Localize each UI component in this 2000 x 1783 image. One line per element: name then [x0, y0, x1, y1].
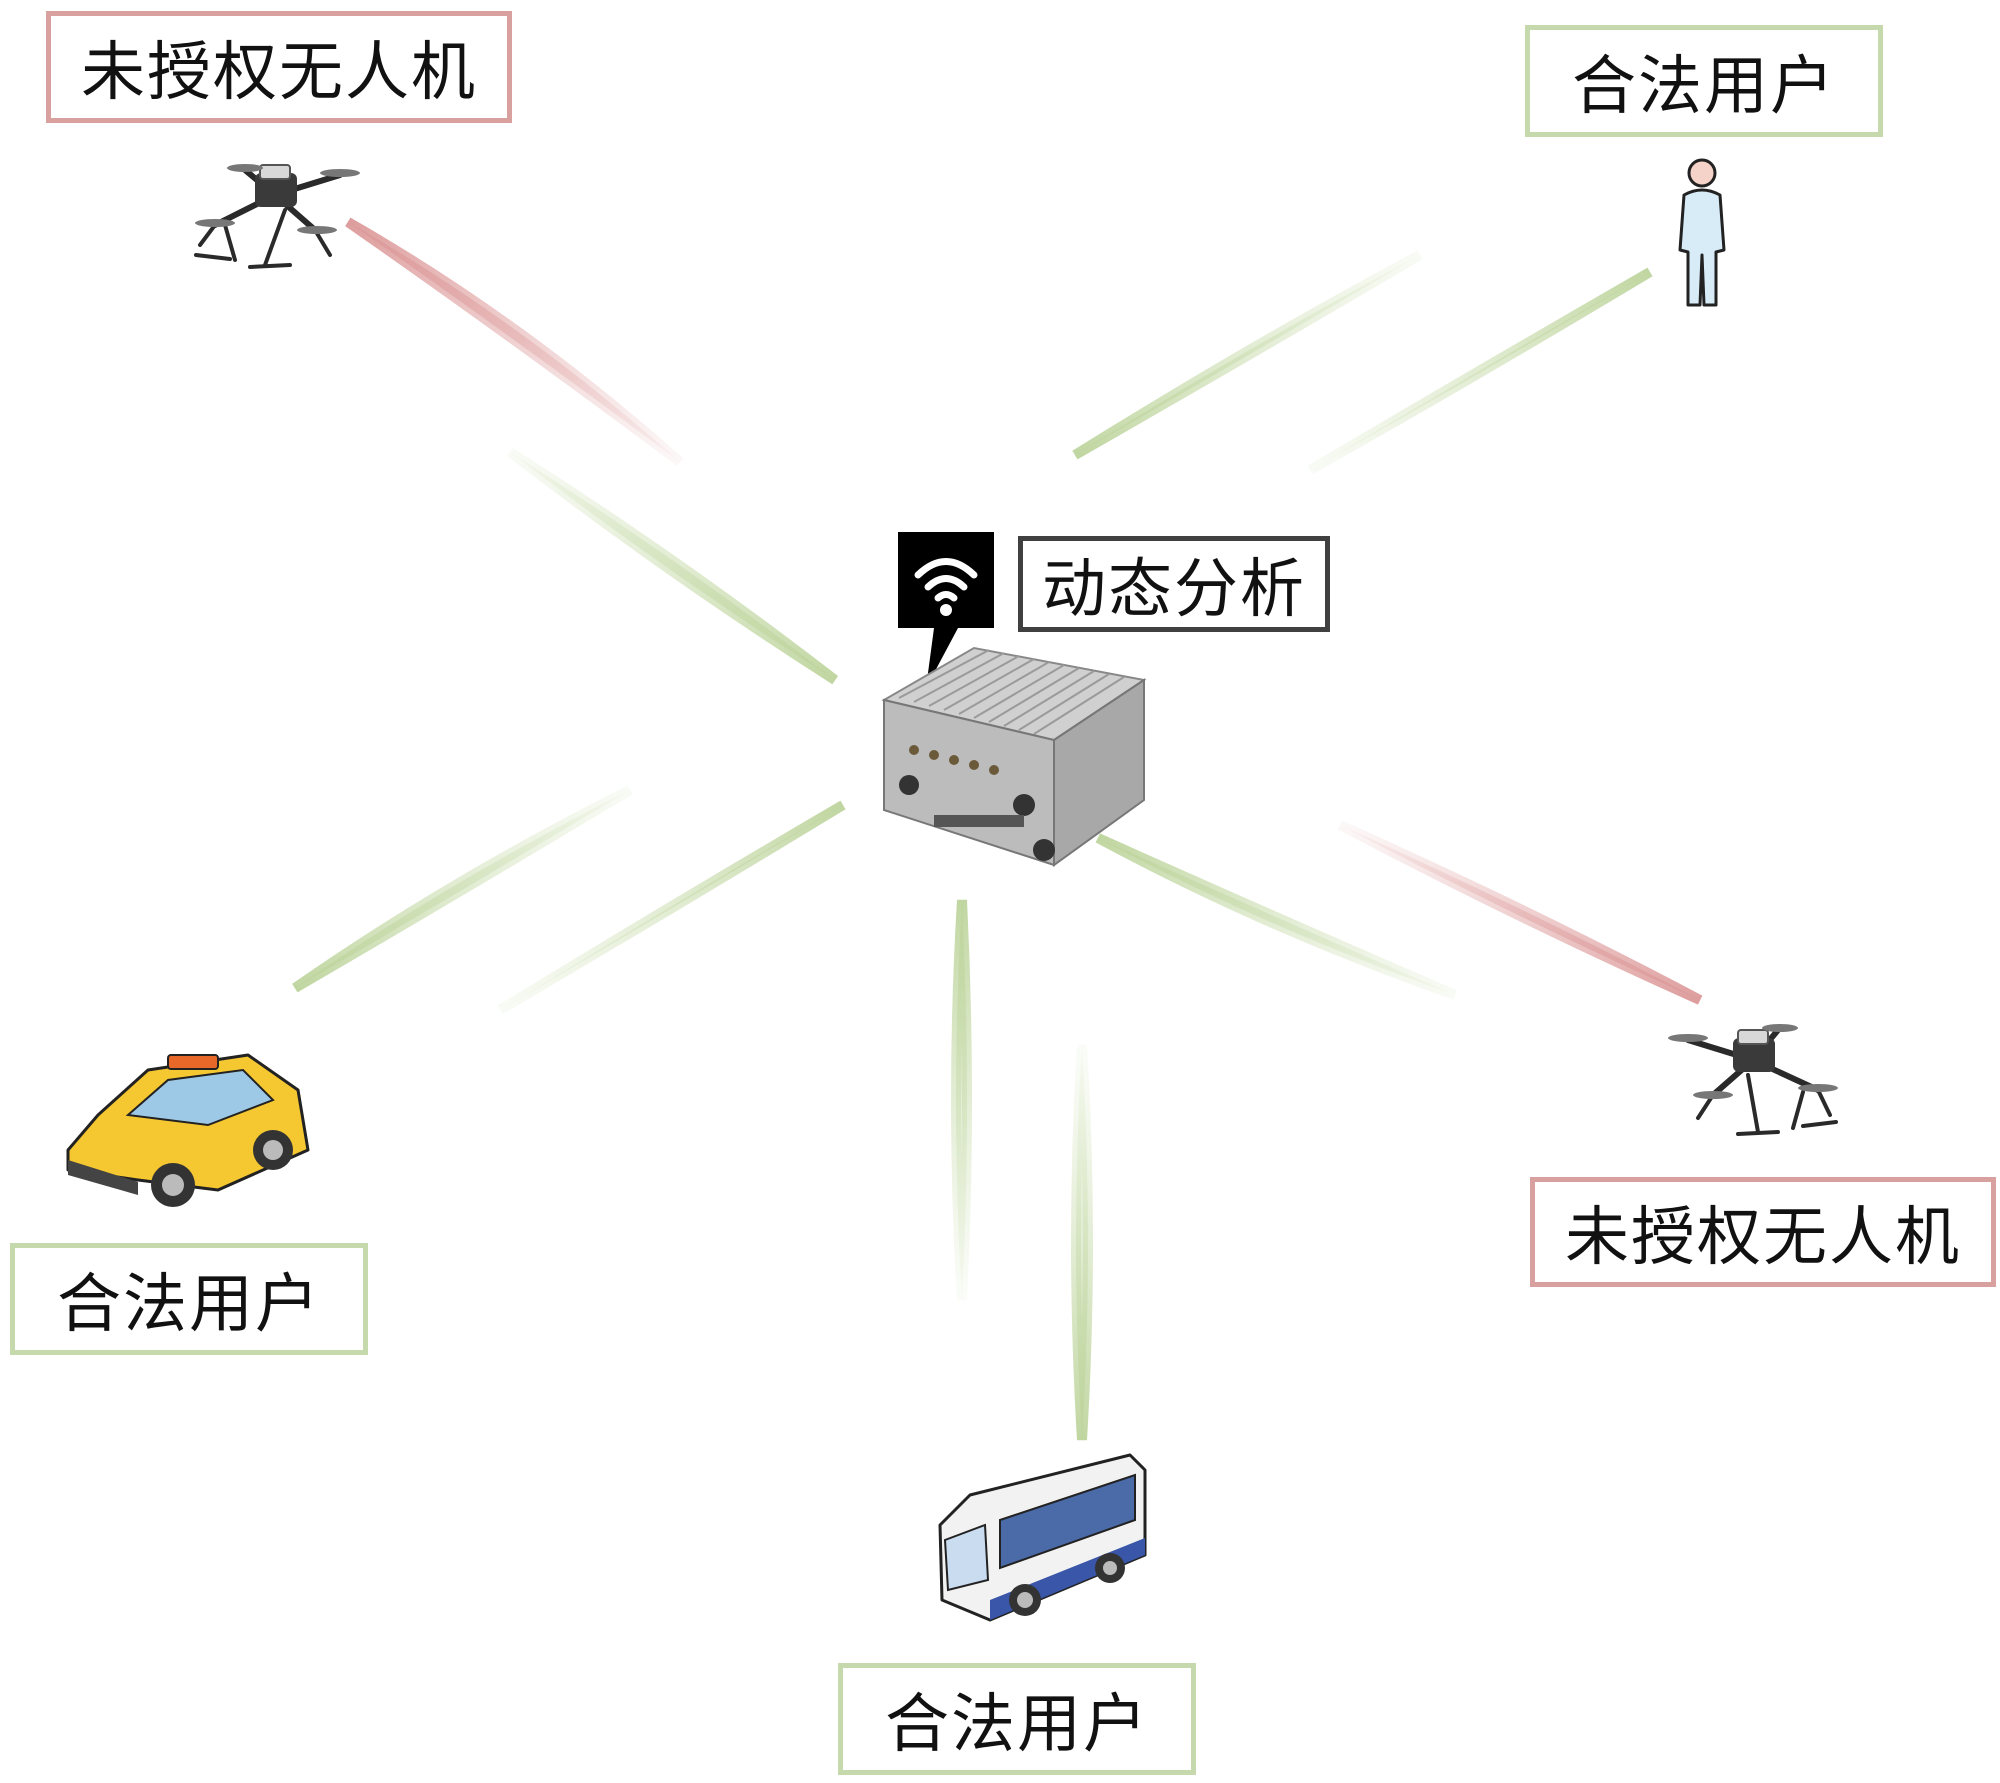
beam-legit-top-right-a: [1072, 250, 1423, 460]
beam-legit-bottom-right: [1095, 833, 1457, 1000]
beam-legit-bottom-a: [951, 899, 972, 1301]
beam-unauthorized-top-left: [345, 217, 684, 467]
drone-icon: [1668, 1024, 1838, 1136]
label-legit-user-bottom: 合法用户: [838, 1663, 1196, 1775]
label-legit-user-left: 合法用户: [10, 1243, 368, 1355]
beam-legit-bottom-b: [1071, 1044, 1093, 1441]
label-dynamic-analysis: 动态分析: [1018, 536, 1330, 632]
label-legit-user-top-right: 合法用户: [1525, 25, 1883, 137]
base-station-icon: [881, 646, 1147, 867]
drone-icon: [194, 164, 360, 269]
label-unauthorized-drone-top-left: 未授权无人机: [46, 11, 512, 123]
bus-icon: [938, 1453, 1147, 1622]
beam-legit-left-b: [497, 800, 846, 1015]
beam-legit-top-left-return: [506, 447, 839, 685]
person-icon: [1678, 158, 1726, 307]
taxi-icon: [66, 1053, 310, 1207]
beam-legit-top-right-b: [1307, 267, 1653, 475]
beam-legit-left-a: [292, 785, 633, 993]
wifi-icon: [898, 532, 994, 688]
label-unauthorized-drone-bottom-right: 未授权无人机: [1530, 1177, 1996, 1287]
beam-unauthorized-bottom-right: [1337, 820, 1703, 1005]
